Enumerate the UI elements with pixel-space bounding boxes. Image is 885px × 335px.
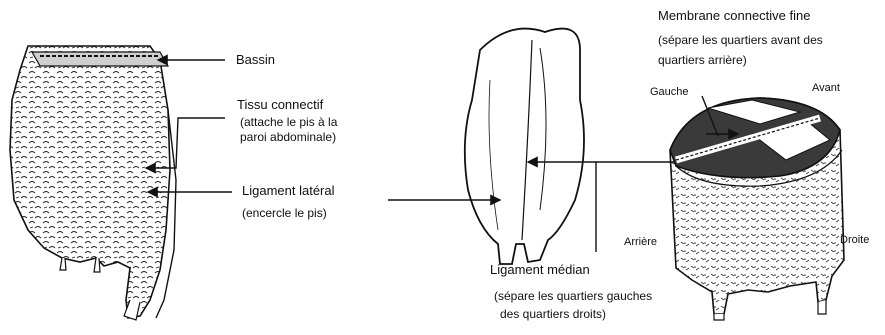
label-ligament-lateral: Ligament latéral xyxy=(242,183,335,199)
label-ligament-median-desc-2: des quartiers droits) xyxy=(500,306,606,322)
label-arriere: Arrière xyxy=(624,234,657,250)
label-ligament-lateral-desc: (encercle le pis) xyxy=(242,205,327,221)
label-tissu-connectif-desc-1: (attache le pis à la xyxy=(240,114,337,130)
label-tissu-connectif-desc-2: paroi abdominale) xyxy=(240,129,336,145)
label-membrane-connective: Membrane connective fine xyxy=(658,8,810,24)
udder-rear-view xyxy=(465,29,584,264)
label-membrane-desc-2: quartiers arrière) xyxy=(658,52,747,68)
cow-side-view xyxy=(10,46,176,320)
label-bassin: Bassin xyxy=(236,52,275,68)
label-avant: Avant xyxy=(812,80,840,96)
udder-cross-section xyxy=(670,98,844,320)
label-membrane-desc-1: (sépare les quartiers avant des xyxy=(658,32,823,48)
label-droite: Droite xyxy=(840,232,869,248)
label-tissu-connectif: Tissu connectif xyxy=(237,97,323,113)
label-gauche: Gauche xyxy=(650,84,689,100)
label-ligament-median: Ligament médian xyxy=(490,262,590,278)
label-ligament-median-desc-1: (sépare les quartiers gauches xyxy=(494,288,652,304)
